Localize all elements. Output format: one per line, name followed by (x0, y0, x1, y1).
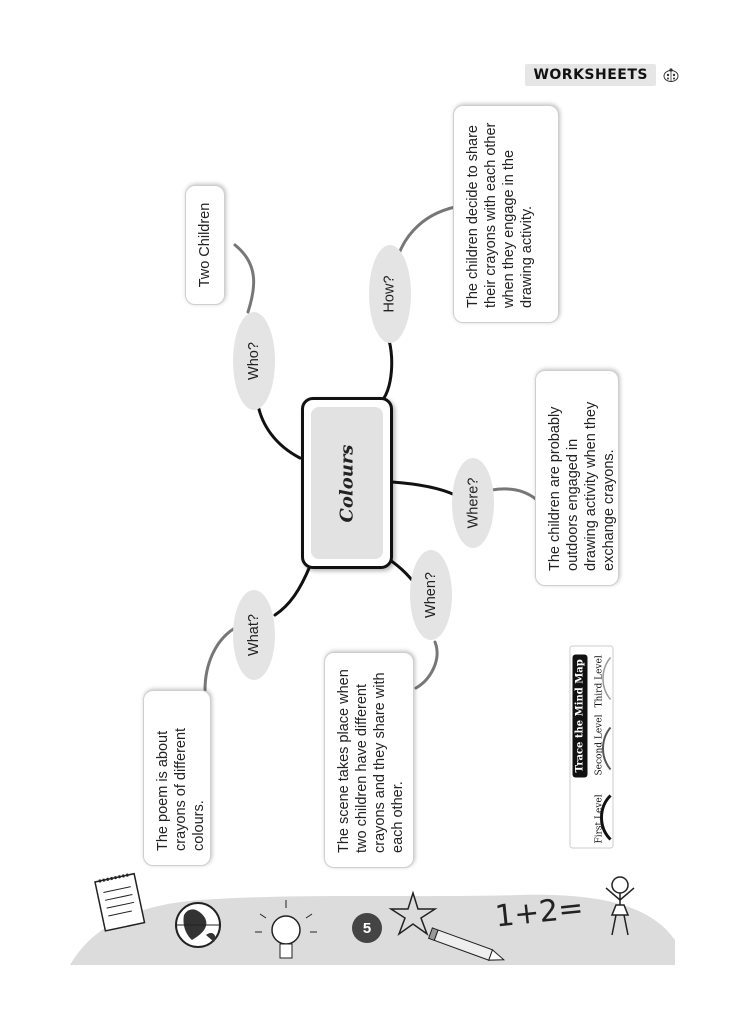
notepad-icon (94, 872, 146, 932)
stick-figure-icon (605, 876, 635, 936)
ladybug-icon (663, 68, 679, 82)
connector-where-answer (490, 487, 539, 502)
legend-level-curves (600, 657, 612, 841)
oval-where: Where? (452, 458, 494, 548)
mind-map-center: Colours (301, 397, 393, 569)
connector-center-how (382, 338, 394, 400)
pencil-icon (427, 927, 506, 961)
oval-who: Who? (233, 312, 275, 410)
lightbulb-icon (255, 900, 317, 959)
worksheets-label: WORKSHEETS (525, 64, 656, 86)
connector-when-answer (414, 640, 439, 690)
connector-what-answer (203, 626, 237, 692)
trace-legend: Trace the Mind Map First Level Second Le… (569, 645, 614, 849)
page-number: 5 (352, 913, 382, 943)
star-icon (388, 890, 438, 937)
connector-center-who (256, 403, 302, 460)
connector-who-answer (233, 243, 256, 314)
connector-center-what (273, 564, 312, 617)
oval-when: When? (410, 550, 452, 640)
oval-how: How? (369, 245, 411, 343)
connector-center-where (390, 480, 457, 497)
globe-icon (175, 902, 221, 948)
worksheets-header: WORKSHEETS (525, 64, 680, 86)
oval-what: What? (233, 590, 275, 680)
